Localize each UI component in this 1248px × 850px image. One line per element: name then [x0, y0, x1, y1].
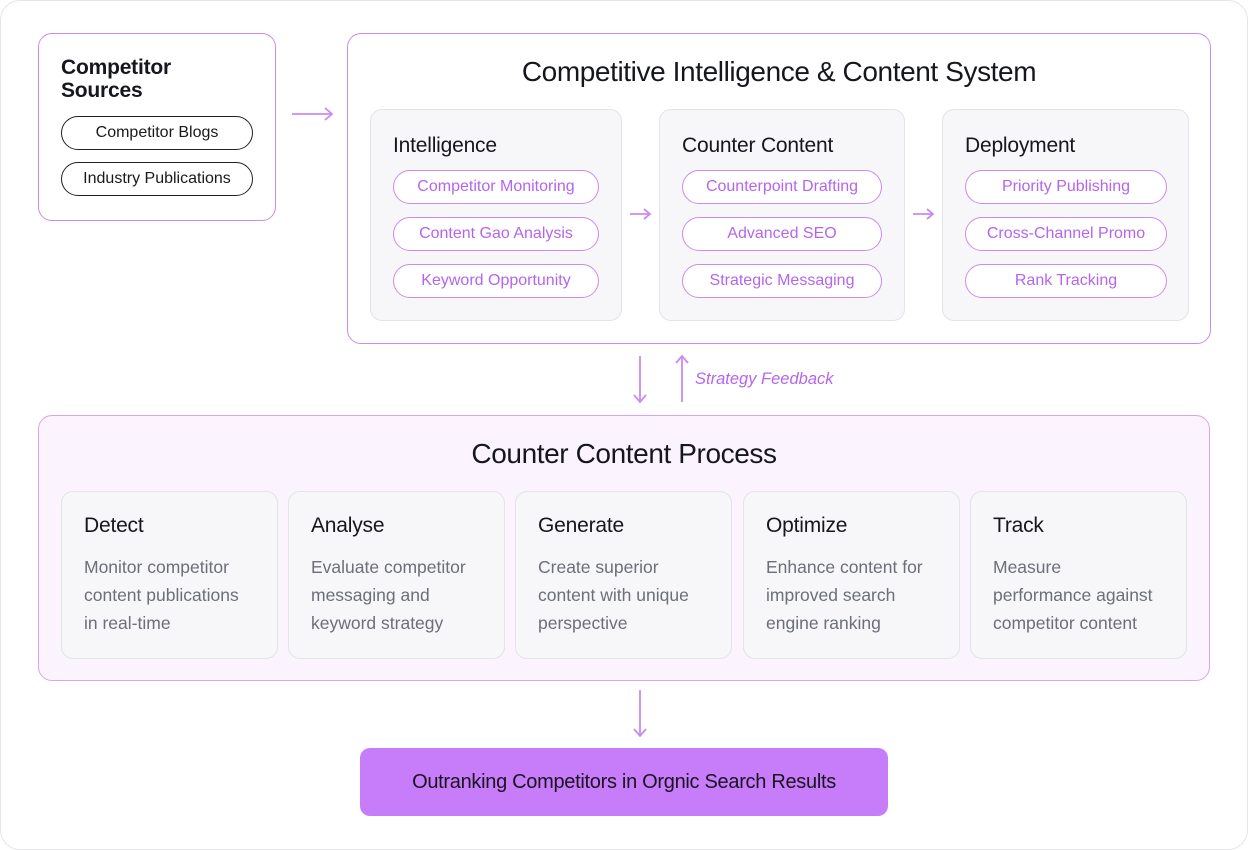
deployment-card: Deployment Priority Publishing Cross-Cha…: [942, 109, 1189, 321]
arrow-feedback-up: [675, 354, 689, 402]
pill-cross-channel-promo: Cross-Channel Promo: [965, 217, 1167, 251]
source-pill-blogs: Competitor Blogs: [61, 116, 253, 150]
pill-strategic-messaging: Strategic Messaging: [682, 264, 882, 298]
intelligence-card: Intelligence Competitor Monitoring Conte…: [370, 109, 622, 321]
step-detect: Detect Monitor competitor content public…: [61, 491, 278, 659]
competitor-sources-box: Competitor Sources Competitor Blogs Indu…: [38, 33, 276, 221]
step-track: Track Measure performance against compet…: [970, 491, 1187, 659]
intelligence-title: Intelligence: [393, 134, 497, 157]
step-title: Optimize: [766, 514, 848, 537]
sources-title: Competitor Sources: [61, 56, 171, 102]
counter-content-title: Counter Content: [682, 134, 834, 157]
system-title: Competitive Intelligence & Content Syste…: [521, 56, 1037, 87]
pill-priority-publishing: Priority Publishing: [965, 170, 1167, 204]
counter-content-card: Counter Content Counterpoint Drafting Ad…: [659, 109, 905, 321]
strategy-feedback-label: Strategy Feedback: [695, 370, 834, 388]
arrow-sources-to-system: [292, 107, 334, 121]
arrow-process-to-result: [633, 690, 647, 738]
arrow-intelligence-to-counter: [630, 208, 652, 220]
deployment-title: Deployment: [965, 134, 1076, 157]
step-description: Enhance content for improved search engi…: [766, 557, 923, 633]
step-optimize: Optimize Enhance content for improved se…: [743, 491, 960, 659]
outcome-box: Outranking Competitors in Orgnic Search …: [360, 748, 888, 816]
step-analyse: Analyse Evaluate competitor messaging an…: [288, 491, 505, 659]
pill-competitor-monitoring: Competitor Monitoring: [393, 170, 599, 204]
process-title: Counter Content Process: [471, 438, 777, 469]
step-generate: Generate Create superior content with un…: [515, 491, 732, 659]
pill-rank-tracking: Rank Tracking: [965, 264, 1167, 298]
step-title: Track: [993, 514, 1044, 537]
arrow-counter-to-deployment: [913, 208, 935, 220]
pill-content-gap-analysis: Content Gao Analysis: [393, 217, 599, 251]
step-title: Detect: [84, 514, 144, 537]
content-system-box: Competitive Intelligence & Content Syste…: [347, 33, 1211, 344]
pill-advanced-seo: Advanced SEO: [682, 217, 882, 251]
source-pill-publications: Industry Publications: [61, 162, 253, 196]
step-description: Monitor competitor content publications …: [84, 557, 239, 633]
step-description: Measure performance against competitor c…: [993, 557, 1153, 633]
pill-counterpoint-drafting: Counterpoint Drafting: [682, 170, 882, 204]
step-title: Analyse: [311, 514, 385, 537]
step-description: Create superior content with unique pers…: [538, 557, 689, 633]
counter-content-process-box: Counter Content Process Detect Monitor c…: [38, 415, 1210, 681]
arrow-system-to-process: [633, 356, 647, 404]
pill-keyword-opportunity: Keyword Opportunity: [393, 264, 599, 298]
step-title: Generate: [538, 514, 624, 537]
step-description: Evaluate competitor messaging and keywor…: [311, 557, 466, 633]
